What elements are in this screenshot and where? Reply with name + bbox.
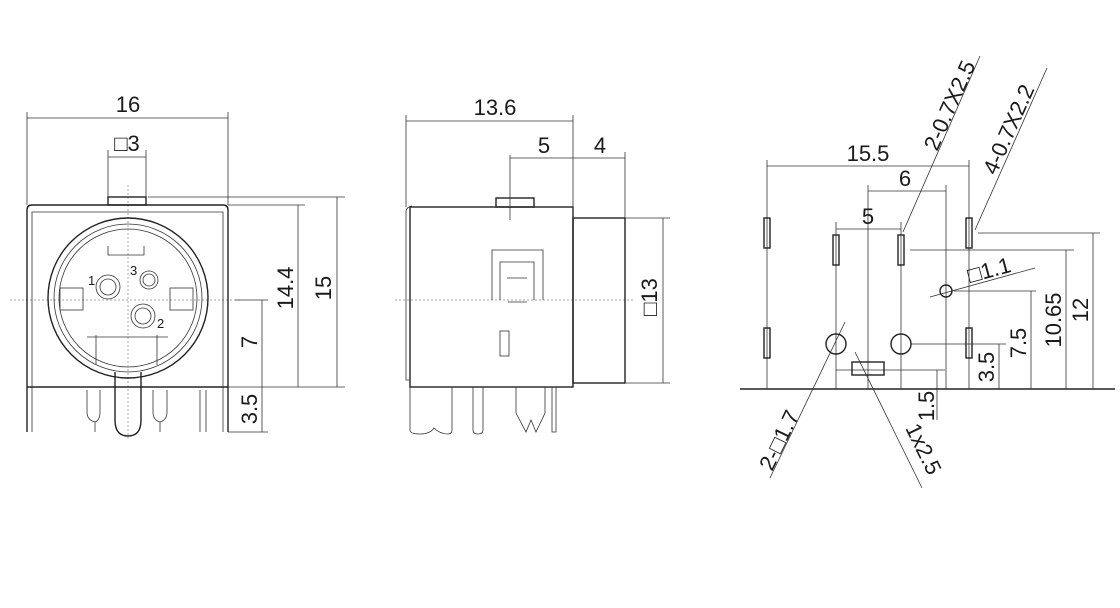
label-hole-small: □1.1	[965, 252, 1014, 288]
dim-pin-length: 3.5	[237, 394, 262, 425]
dim-width: 16	[116, 92, 140, 117]
dim-tab: □3	[114, 131, 140, 156]
dim-depth: 13.6	[474, 95, 517, 120]
dim-footprint-width: 15.5	[847, 141, 890, 166]
dim-spacing-5: 5	[862, 204, 874, 229]
pin-label-3: 3	[130, 263, 137, 278]
pin-label-2: 2	[157, 316, 164, 331]
side-view: 13.6 5 4 □13	[395, 95, 670, 435]
dim-barrel-length: 4	[594, 133, 606, 158]
dim-total-height: 15	[311, 276, 336, 300]
front-view: 1 2 3 16 □3 14.4 15 7 3.5	[10, 92, 345, 440]
dim-12: 12	[1068, 298, 1093, 322]
label-slot-4: 4-0.7X2.2	[978, 81, 1040, 178]
label-slot-2: 2-0.7X2.5	[919, 57, 981, 154]
dim-center-height: 7	[237, 336, 262, 348]
dim-tab-offset: 5	[538, 133, 550, 158]
label-holes-2: 2-□1.7	[754, 406, 804, 474]
dim-1-5: 1.5	[914, 391, 939, 422]
dim-10-65: 10.65	[1041, 292, 1066, 347]
pin-label-1: 1	[88, 273, 95, 288]
footprint-view: 15.5 6 5 2-0.7X2.5 4-0.7X2.2 □1.1 2-□1.7…	[740, 55, 1115, 489]
dim-spacing-6: 6	[899, 166, 911, 191]
dim-body-height: 14.4	[273, 267, 298, 310]
label-slot-1: 1x2.5	[901, 419, 947, 478]
dim-3-5: 3.5	[974, 352, 999, 383]
dim-barrel-diameter: □13	[637, 278, 662, 316]
dim-7-5: 7.5	[1006, 328, 1031, 359]
